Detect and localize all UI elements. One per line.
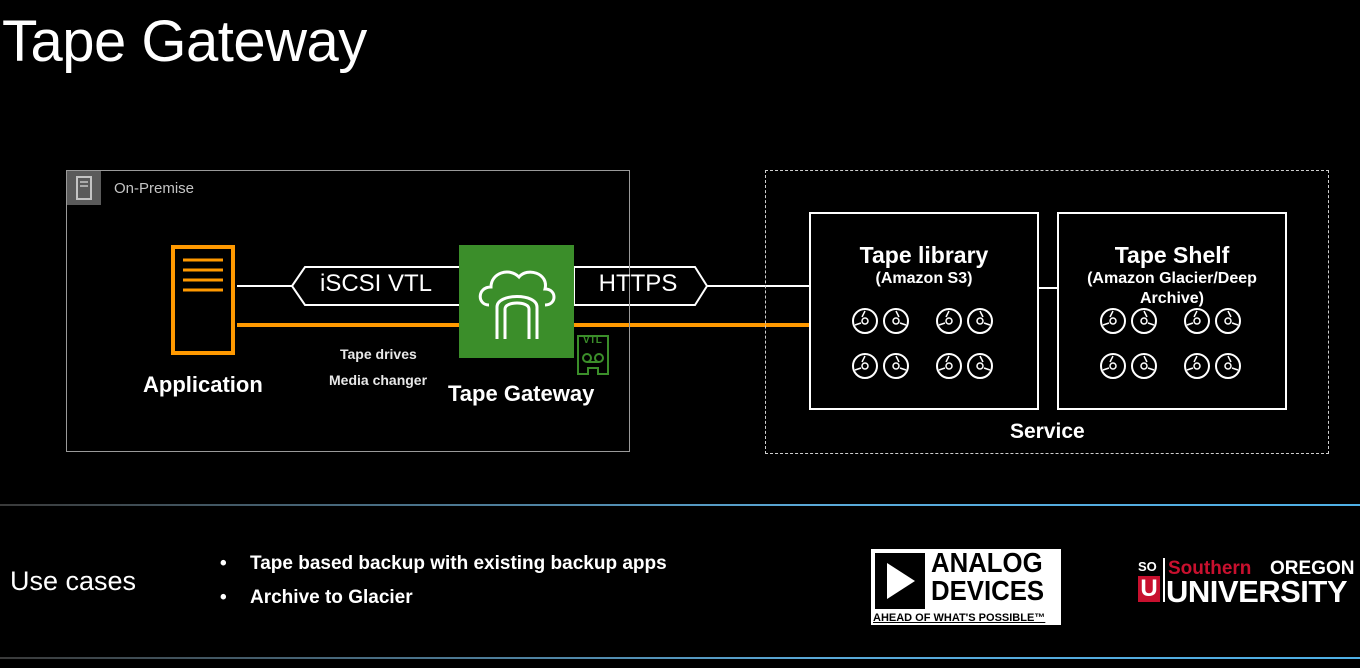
use-case-item: Tape based backup with existing backup a… bbox=[220, 550, 667, 584]
https-label: HTTPS bbox=[598, 270, 678, 297]
tape-shelf-subtitle-line2: Archive) bbox=[1139, 290, 1205, 307]
use-cases-title: Use cases bbox=[10, 566, 137, 596]
tape-library-title: Tape library bbox=[859, 242, 989, 268]
sou-u-mark: U bbox=[1138, 576, 1160, 602]
use-cases-list: Tape based backup with existing backup a… bbox=[220, 550, 667, 618]
server-icon bbox=[67, 171, 101, 205]
tape-gateway-icon bbox=[459, 245, 574, 358]
analog-devices-logo: ANALOG DEVICES AHEAD OF WHAT'S POSSIBLE™ bbox=[871, 549, 1061, 625]
sou-university-text: UNIVERSITY bbox=[1166, 574, 1348, 609]
analog-devices-triangle-icon bbox=[875, 553, 925, 609]
tape-shelf-subtitle-line1: (Amazon Glacier/Deep bbox=[1087, 270, 1257, 287]
tape-cartridge-icon bbox=[1100, 353, 1157, 379]
sou-oregon-text: OREGON bbox=[1270, 558, 1355, 579]
on-premise-group bbox=[66, 170, 630, 452]
top-divider bbox=[0, 504, 1360, 506]
tape-library-box: Tape library (Amazon S3) bbox=[809, 212, 1039, 410]
on-premise-label: On-Premise bbox=[114, 180, 195, 197]
bottom-divider bbox=[0, 657, 1360, 659]
tape-shelf-title: Tape Shelf bbox=[1114, 242, 1230, 268]
iscsi-vtl-label: iSCSI VTL bbox=[319, 270, 433, 297]
tape-shelf-box: Tape Shelf (Amazon Glacier/Deep Archive) bbox=[1057, 212, 1287, 410]
tape-drives-label: Tape drives bbox=[340, 346, 417, 362]
analog-devices-line2: DEVICES bbox=[931, 575, 1045, 606]
sou-divider bbox=[1163, 558, 1165, 602]
service-label: Service bbox=[1010, 420, 1085, 443]
application-server-icon bbox=[171, 245, 235, 355]
tape-cartridge-icon bbox=[852, 308, 909, 334]
tape-cartridge-icon bbox=[1100, 308, 1157, 334]
vtl-badge: VTL bbox=[583, 335, 602, 346]
application-label: Application bbox=[143, 372, 263, 397]
tape-gateway-label: Tape Gateway bbox=[448, 381, 595, 406]
tape-library-subtitle: (Amazon S3) bbox=[875, 270, 973, 287]
sou-so-mark: SO bbox=[1138, 559, 1157, 574]
analog-devices-line1: ANALOG bbox=[931, 547, 1043, 578]
media-changer-label: Media changer bbox=[329, 372, 428, 388]
sou-southern-text: Southern bbox=[1168, 558, 1252, 579]
tape-cartridge-icon bbox=[936, 308, 993, 334]
use-case-item: Archive to Glacier bbox=[220, 584, 667, 618]
tape-cartridge-icon bbox=[852, 353, 909, 379]
https-chevron bbox=[573, 266, 709, 306]
service-group bbox=[765, 170, 1329, 454]
analog-devices-tagline: AHEAD OF WHAT'S POSSIBLE™ bbox=[873, 612, 1046, 624]
page-title: Tape Gateway bbox=[2, 9, 367, 74]
tape-cartridge-icon bbox=[936, 353, 993, 379]
vtl-icon bbox=[576, 334, 610, 378]
tape-cartridge-icon bbox=[1184, 308, 1241, 334]
tape-cartridge-icon bbox=[1184, 353, 1241, 379]
